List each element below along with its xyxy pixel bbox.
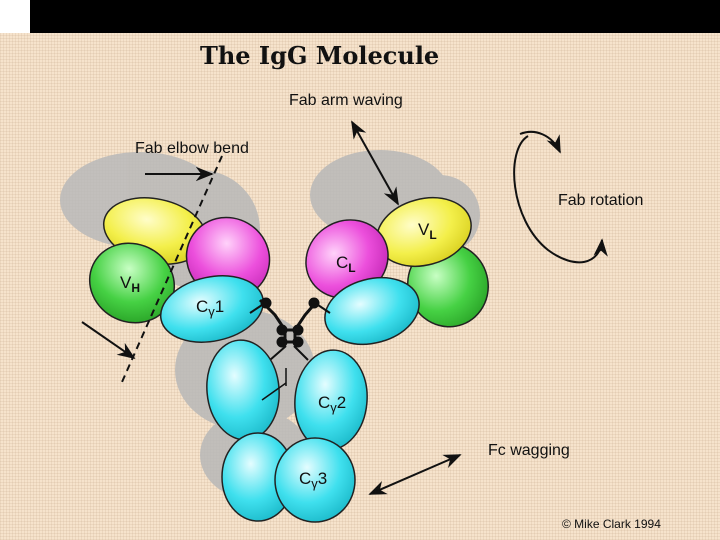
fab-elbow-axis — [121, 155, 223, 383]
vl-label: VL — [418, 220, 437, 242]
fab-arm-waving-arrow — [351, 120, 399, 206]
cl-label: CL — [336, 253, 356, 275]
fab-elbow-bend-arrow — [81, 321, 136, 360]
hinge-region — [249, 297, 331, 361]
fc-wagging-arrow — [368, 454, 462, 495]
cg3-label: Cγ3 — [299, 469, 327, 491]
right-cg3-domain — [274, 437, 356, 523]
top-black-bar — [30, 0, 720, 33]
igg-molecule-diagram: The IgG Molecule VH VL — [60, 41, 661, 531]
copyright-text: © Mike Clark 1994 — [562, 517, 661, 531]
fab-rotation-arrow — [513, 135, 608, 264]
vh-label: VH — [120, 273, 140, 295]
fc-wagging-label: Fc wagging — [488, 442, 570, 459]
cg2-carbohydrate — [261, 382, 287, 401]
fab-rotation-arrow — [519, 130, 561, 154]
cg1-label: Cγ1 — [196, 297, 224, 319]
left-cg1-domain — [159, 275, 265, 343]
diagram-title: The IgG Molecule — [200, 41, 439, 70]
fab-elbow-bend-label: Fab elbow bend — [135, 140, 249, 157]
right-cg1-domain — [324, 276, 420, 346]
slide: The IgG Molecule VH VL — [0, 33, 720, 540]
fab-arm-waving-label: Fab arm waving — [289, 92, 403, 109]
fab-rotation-label: Fab rotation — [558, 192, 643, 209]
cg2-label: Cγ2 — [318, 393, 346, 415]
